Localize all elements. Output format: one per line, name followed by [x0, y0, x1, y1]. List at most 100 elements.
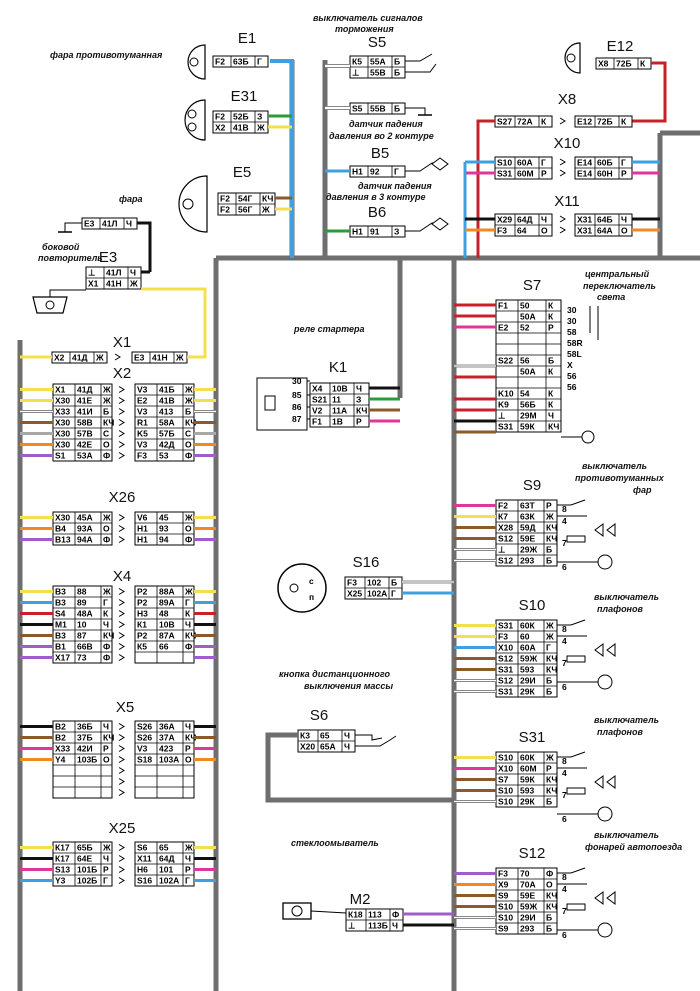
- connector-cell-text: 65А: [320, 742, 336, 752]
- connector-cell-text: S21: [312, 395, 327, 405]
- lamp-icon: [597, 554, 613, 570]
- connector-cell-text: Ж: [95, 353, 104, 363]
- connector-cell-text: S31: [498, 665, 513, 675]
- connector-cell-text: Б: [546, 687, 552, 697]
- connector-cell-text: Б: [394, 57, 400, 67]
- terminal-number: 8: [562, 872, 567, 882]
- connector-cell-text: 64Д: [517, 215, 533, 225]
- connector-cell-text: 91: [370, 227, 380, 237]
- connector-cell-text: S26: [137, 733, 152, 743]
- connector-cell-text: 41Е: [77, 396, 92, 406]
- connector-cell-text: X30: [55, 396, 70, 406]
- switch-terminal-label: 30: [567, 316, 577, 326]
- connector-cell-text: E14: [577, 158, 592, 168]
- connector-cell-text: E3: [134, 353, 145, 363]
- connector-cell-text: 37Б: [77, 733, 93, 743]
- connector-cell-text: 52Б: [233, 112, 249, 122]
- connector-cell-text: 60К: [520, 621, 535, 631]
- connector-cell-text: S31: [498, 687, 513, 697]
- connector-cell-text: Ф: [103, 535, 110, 545]
- connector-cell-text: E12: [577, 117, 592, 127]
- connector-cell-text: 29К: [520, 687, 535, 697]
- connector-cell-text: S9: [498, 924, 509, 934]
- connector-cell-text: Р: [185, 865, 191, 875]
- component-K1: K1: [329, 359, 347, 376]
- connector-cell-text: 73: [77, 653, 87, 663]
- connector-cell-text: Ф: [103, 653, 110, 663]
- arrow-icon: [118, 789, 125, 796]
- connector-cell-text: К: [621, 117, 627, 127]
- connector-cell-text: V3: [137, 440, 148, 450]
- connector-cell-text: Ж: [184, 385, 193, 395]
- lamp-bulb-icon: [45, 300, 55, 310]
- connector-cell-text: 11А: [332, 406, 347, 416]
- connector-cell-text: 59Е: [520, 534, 535, 544]
- connector-cell-text: X2: [215, 123, 226, 133]
- relay-pin-label: 85: [292, 390, 302, 400]
- train-switch-label-2: фонарей автопоезда: [585, 842, 682, 852]
- connector-cell-text: Г: [103, 598, 108, 608]
- connector-cell-text: 102А: [159, 876, 179, 886]
- fog-switch-label: выключатель: [582, 461, 647, 471]
- connector-cell-text: Г: [541, 158, 546, 168]
- connector-cell-text: Г: [103, 876, 108, 886]
- connector-cell-text: 42Е: [77, 440, 92, 450]
- connector-cell-text: КЧ: [546, 523, 557, 533]
- connector-cell-text: 55А: [370, 57, 386, 67]
- lamp-icon: [184, 99, 206, 141]
- arrow-icon: [118, 745, 125, 752]
- connector-cell-text: Ж: [102, 385, 111, 395]
- connector-cell-text: Б: [391, 578, 397, 588]
- connector-cell-text: КЧ: [546, 665, 557, 675]
- wire: [476, 119, 495, 258]
- component-S5: S5: [368, 34, 386, 51]
- connector-cell-text: 293: [520, 556, 534, 566]
- connector-cell-text: 48: [159, 609, 169, 619]
- connector-cell-text: 113: [368, 910, 382, 920]
- connector-cell-text: Ж: [184, 396, 193, 406]
- switch-contact: [557, 619, 586, 626]
- connector-cell-text: 10: [77, 620, 87, 630]
- repeater-lamp-icon: [32, 296, 68, 314]
- connector-cell-text: Ф: [185, 451, 192, 461]
- connector-cell-text: КЧ: [103, 631, 114, 641]
- connector-cell-text: З: [356, 395, 361, 405]
- connector-cell-text: Ч: [344, 731, 350, 741]
- connector-cell-text: V3: [137, 407, 148, 417]
- connector-cell-text: ⊥: [352, 68, 360, 78]
- connector-cell-text: 45: [159, 513, 169, 523]
- train-switch-label: выключатель: [594, 830, 659, 840]
- connector-cell-text: КЧ: [548, 422, 559, 432]
- connector-cell-text: 57В: [77, 429, 93, 439]
- connector-cell-text: 113Б: [368, 921, 388, 931]
- resistor-icon: [566, 903, 586, 911]
- motor-icon: [282, 902, 312, 920]
- motor-rotor-icon: [291, 905, 303, 917]
- fog-lamp-label: фара противотуманная: [50, 50, 163, 60]
- connector-cell-text: 56Б: [520, 400, 536, 410]
- switch-contact: [557, 499, 586, 506]
- connector-cell-text: S10: [498, 913, 513, 923]
- terminal-number: 6: [562, 930, 567, 940]
- terminal-number: 7: [562, 790, 567, 800]
- connector-cell-text: ⊥: [348, 921, 356, 931]
- connector-cell-text: Ч: [126, 219, 132, 229]
- connector-cell-text: X29: [497, 215, 512, 225]
- connector-left: [52, 511, 113, 546]
- arrow-icon: [118, 408, 125, 415]
- connector-cell-text: Ч: [356, 384, 362, 394]
- connector-cell-text: S1: [55, 451, 66, 461]
- dial-center-icon: [289, 583, 299, 593]
- arrow-icon: [118, 734, 125, 741]
- connector-cell-text: 41Д: [77, 385, 93, 395]
- component-X11: X11: [554, 193, 580, 210]
- connector-cell-text: КЧ: [546, 891, 557, 901]
- diode-icon: [606, 523, 616, 537]
- lamp-bulb-icon: [187, 109, 197, 119]
- fog-switch-label-2: противотуманных: [575, 473, 665, 483]
- connector-cell-text: 72Б: [616, 59, 632, 69]
- connector-cell-text: F3: [137, 451, 147, 461]
- sensor3-label: датчик падения: [358, 181, 432, 191]
- connector-cell-text: 64Е: [77, 854, 92, 864]
- connector-cell-text: 66: [159, 642, 169, 652]
